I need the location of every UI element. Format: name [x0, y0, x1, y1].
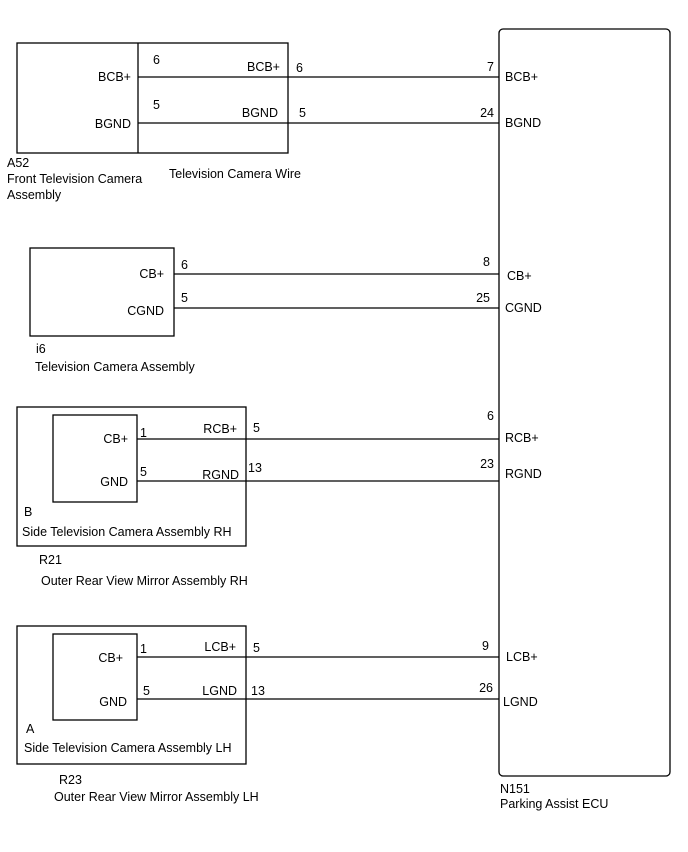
ecu-pin-cgnd-number: 25 [476, 291, 490, 305]
tv-camera-pin-cb-label: CB+ [139, 267, 164, 281]
front-camera-pin-bcb-label: BCB+ [98, 70, 131, 84]
side-camera-lh-pin-gnd: 5 [143, 684, 150, 698]
tv-camera-pin-cgnd-label: CGND [127, 304, 164, 318]
tv-camera-code: i6 [36, 342, 46, 356]
side-camera-lh-pin-cb: 1 [140, 642, 147, 656]
ecu-code: N151 [500, 782, 530, 796]
side-camera-lh-name: Side Television Camera Assembly LH [24, 741, 232, 755]
side-camera-lh-pin-cb-label: CB+ [98, 651, 123, 665]
ecu-pin-rcb-label: RCB+ [505, 431, 539, 445]
side-camera-rh-name: Side Television Camera Assembly RH [22, 525, 232, 539]
mirror-lh-code: R23 [59, 773, 82, 787]
side-camera-rh-pin-gnd: 5 [140, 465, 147, 479]
ecu-pin-cgnd-label: CGND [505, 301, 542, 315]
side-camera-rh-code: B [24, 505, 32, 519]
front-camera-pin-bgnd-label: BGND [95, 117, 131, 131]
wire-pin-bgnd-label: BGND [242, 106, 278, 120]
wire-pin-bcb-out: 6 [296, 61, 303, 75]
tv-camera-pin-cb: 6 [181, 258, 188, 272]
camera-wire-name: Television Camera Wire [169, 167, 301, 181]
ecu-pin-rgnd-label: RGND [505, 467, 542, 481]
ecu-pin-rgnd-number: 23 [480, 457, 494, 471]
mirror-lh-name: Outer Rear View Mirror Assembly LH [54, 790, 259, 804]
mirror-rh-out-cb-label: RCB+ [203, 422, 237, 436]
tv-camera-pin-cgnd: 5 [181, 291, 188, 305]
tv-camera-box [29, 247, 175, 337]
side-camera-lh-pin-gnd-label: GND [99, 695, 127, 709]
mirror-lh-out-gnd-label: LGND [202, 684, 237, 698]
front-camera-name-line2: Assembly [7, 188, 62, 202]
mirror-rh-code: R21 [39, 553, 62, 567]
side-camera-lh-code: A [26, 722, 35, 736]
mirror-rh-out-gnd-pin: 13 [248, 461, 262, 475]
ecu-pin-bgnd-label: BGND [505, 116, 541, 130]
mirror-lh-out-gnd-pin: 13 [251, 684, 265, 698]
ecu-pin-bcb-label: BCB+ [505, 70, 538, 84]
wire-pin-bgnd-in: 5 [153, 98, 160, 112]
mirror-rh-name: Outer Rear View Mirror Assembly RH [41, 574, 248, 588]
mirror-rh-out-gnd-label: RGND [202, 468, 239, 482]
side-camera-lh-box [52, 633, 138, 721]
tv-camera-name: Television Camera Assembly [35, 360, 196, 374]
wire-pin-bcb-in: 6 [153, 53, 160, 67]
mirror-lh-out-cb-pin: 5 [253, 641, 260, 655]
wire-pin-bgnd-out: 5 [299, 106, 306, 120]
ecu-pin-cb-number: 8 [483, 255, 490, 269]
ecu-box [498, 28, 671, 777]
ecu-pin-cb-label: CB+ [507, 269, 532, 283]
ecu-name: Parking Assist ECU [500, 797, 608, 811]
mirror-lh-out-cb-label: LCB+ [204, 640, 236, 654]
ecu-pin-bgnd-number: 24 [480, 106, 494, 120]
ecu-pin-rcb-number: 6 [487, 409, 494, 423]
mirror-rh-box [16, 406, 247, 547]
front-camera-outer-box [16, 42, 289, 154]
ecu-pin-lgnd-label: LGND [503, 695, 538, 709]
mirror-rh-out-cb-pin: 5 [253, 421, 260, 435]
side-camera-rh-box [52, 414, 138, 503]
side-camera-rh-pin-gnd-label: GND [100, 475, 128, 489]
ecu-pin-lcb-number: 9 [482, 639, 489, 653]
ecu-pin-lgnd-number: 26 [479, 681, 493, 695]
mirror-lh-box [16, 625, 247, 765]
ecu-pin-bcb-number: 7 [487, 60, 494, 74]
side-camera-rh-pin-cb-label: CB+ [103, 432, 128, 446]
front-camera-name-line1: Front Television Camera [7, 172, 142, 186]
side-camera-rh-pin-cb: 1 [140, 426, 147, 440]
wire-pin-bcb-label: BCB+ [247, 60, 280, 74]
ecu-pin-lcb-label: LCB+ [506, 650, 538, 664]
front-camera-code: A52 [7, 156, 29, 170]
